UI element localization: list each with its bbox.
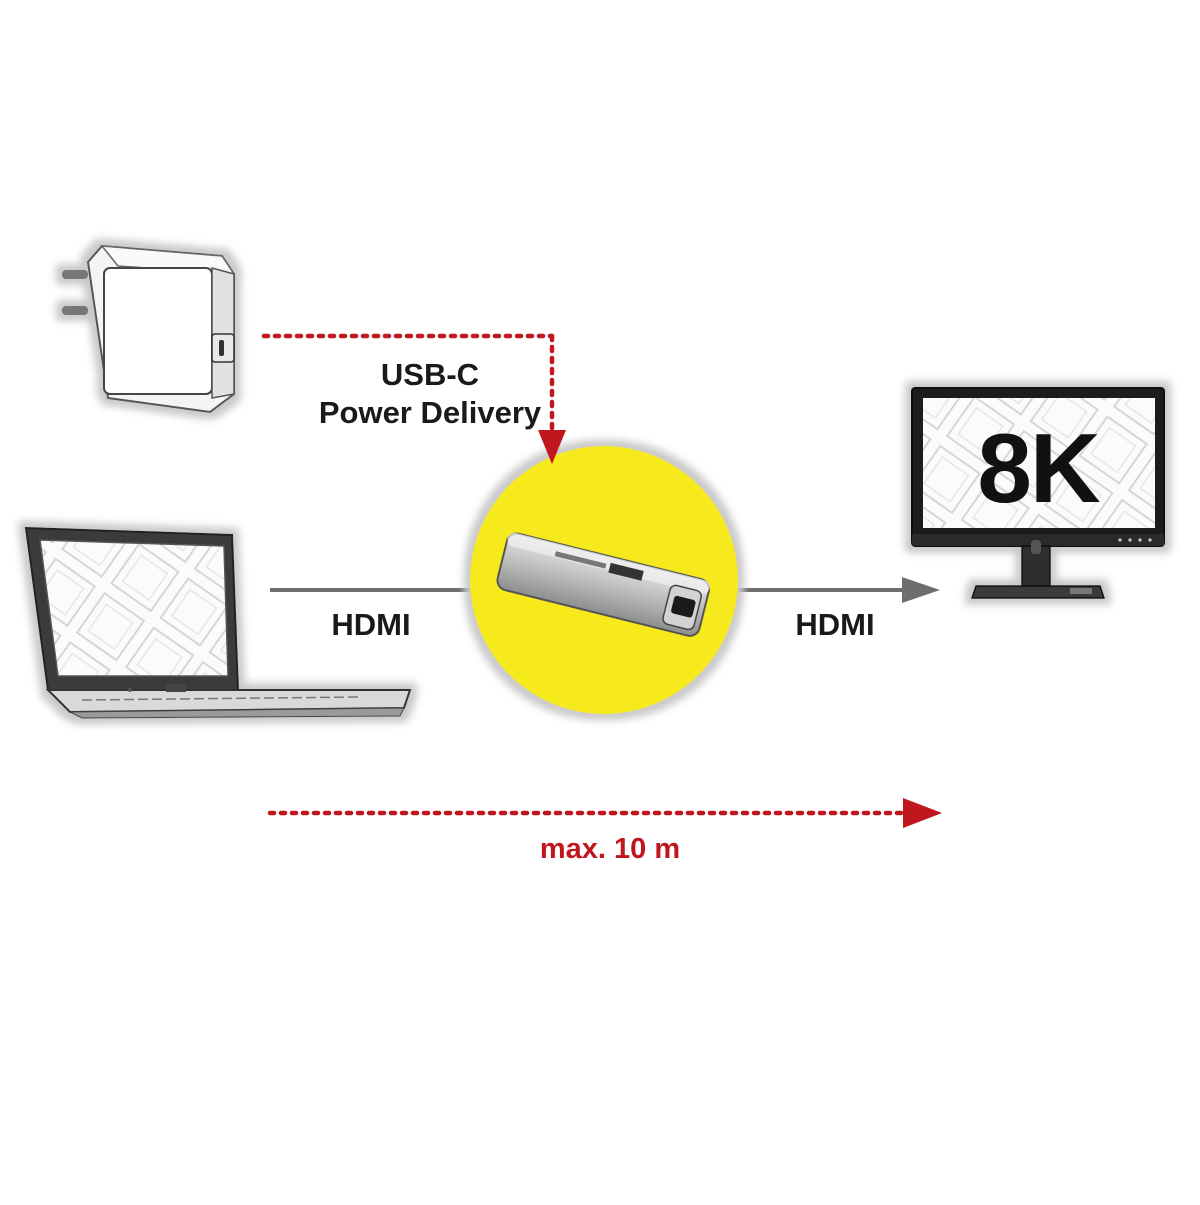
hdmi-label-right: HDMI bbox=[795, 607, 875, 642]
distance-arrow bbox=[267, 798, 942, 828]
usb-c-label-line1: USB-C bbox=[380, 357, 480, 392]
hdmi-arrowhead-right bbox=[902, 577, 940, 603]
laptop-icon bbox=[24, 526, 412, 719]
monitor-icon bbox=[911, 387, 1165, 599]
usb-power-arrow bbox=[261, 333, 566, 464]
resolution-label: 8K bbox=[977, 413, 1100, 523]
hdmi-repeater-icon bbox=[496, 532, 711, 637]
distance-label: max. 10 m bbox=[539, 833, 681, 865]
hdmi-label-left: HDMI bbox=[331, 607, 411, 642]
usb-c-label-line2: Power Delivery bbox=[318, 395, 542, 430]
usb-c-power-adapter-icon bbox=[62, 244, 236, 414]
usb-c-power-label: USB-C Power Delivery bbox=[300, 356, 560, 432]
